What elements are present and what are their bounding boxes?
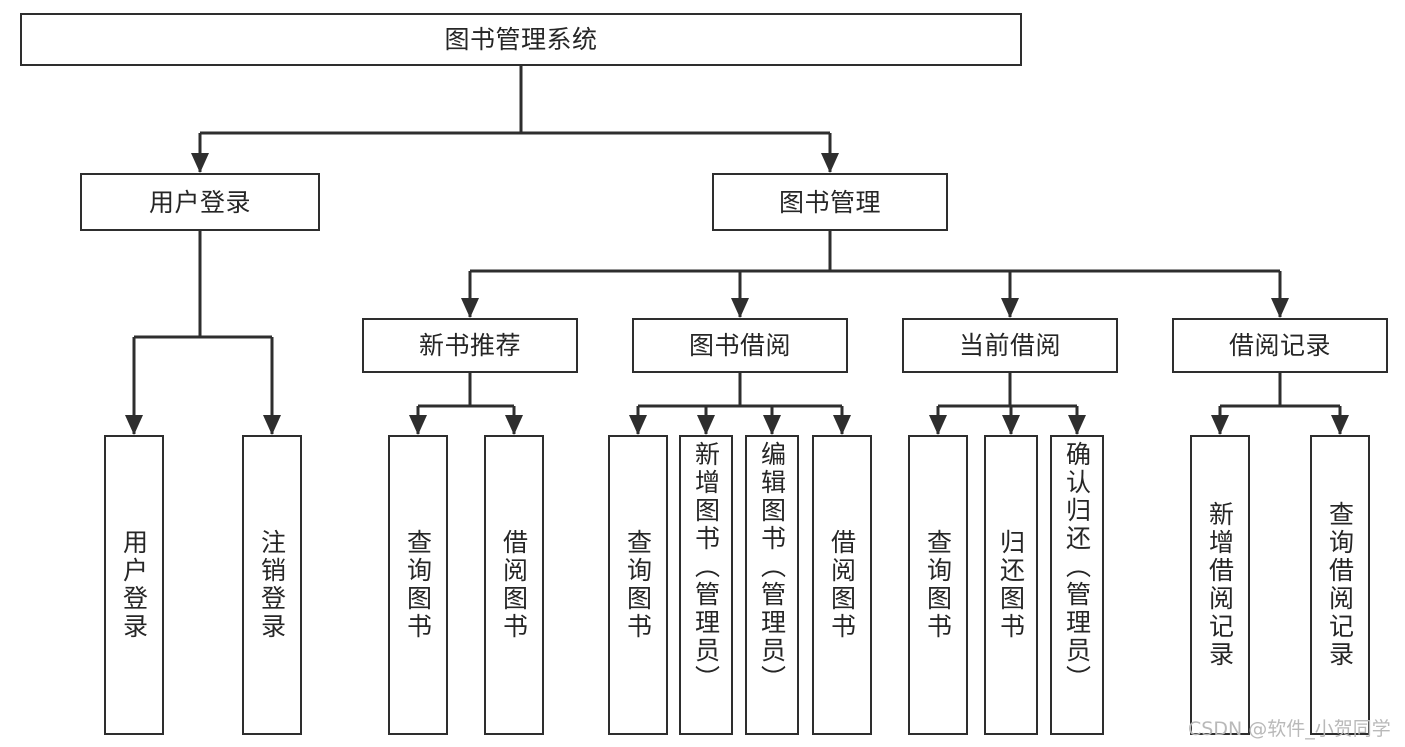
node-l-edit-book: 编辑图书（管理员） [745, 435, 799, 735]
node-book-borrow: 图书借阅 [632, 318, 848, 373]
node-label-l-borrow-book-2: 借阅图书 [827, 529, 857, 641]
node-label-l-query-record: 查询借阅记录 [1325, 501, 1355, 669]
node-l-borrow-book-1: 借阅图书 [484, 435, 544, 735]
node-user-login: 用户登录 [80, 173, 320, 231]
node-label-user-logout-leaf: 注销登录 [257, 529, 287, 641]
node-l-query-book-2: 查询图书 [608, 435, 668, 735]
node-label-l-return-book: 归还图书 [996, 529, 1026, 641]
node-label-l-add-record: 新增借阅记录 [1205, 501, 1235, 669]
node-l-return-book: 归还图书 [984, 435, 1038, 735]
node-label-l-query-book-3: 查询图书 [923, 529, 953, 641]
node-label-l-confirm-return: 确认归还（管理员） [1062, 441, 1092, 693]
node-label-user-login-leaf: 用户登录 [119, 529, 149, 641]
node-user-login-leaf: 用户登录 [104, 435, 164, 735]
node-label-l-add-book: 新增图书（管理员） [691, 441, 721, 693]
node-l-confirm-return: 确认归还（管理员） [1050, 435, 1104, 735]
node-label-root: 图书管理系统 [444, 25, 598, 54]
node-label-current-borrow: 当前借阅 [958, 331, 1061, 360]
node-l-query-book-3: 查询图书 [908, 435, 968, 735]
node-current-borrow: 当前借阅 [902, 318, 1118, 373]
node-l-query-record: 查询借阅记录 [1310, 435, 1370, 735]
node-label-l-edit-book: 编辑图书（管理员） [757, 441, 787, 693]
node-label-l-query-book-2: 查询图书 [623, 529, 653, 641]
node-l-add-record: 新增借阅记录 [1190, 435, 1250, 735]
node-book-manage: 图书管理 [712, 173, 948, 231]
node-l-query-book-1: 查询图书 [388, 435, 448, 735]
node-l-borrow-book-2: 借阅图书 [812, 435, 872, 735]
node-user-logout-leaf: 注销登录 [242, 435, 302, 735]
node-label-l-borrow-book-1: 借阅图书 [499, 529, 529, 641]
node-new-book-rec: 新书推荐 [362, 318, 578, 373]
node-l-add-book: 新增图书（管理员） [679, 435, 733, 735]
node-borrow-record: 借阅记录 [1172, 318, 1388, 373]
watermark-text: CSDN @软件_小贺同学 [1188, 718, 1391, 740]
node-label-user-login: 用户登录 [148, 187, 251, 217]
node-label-book-borrow: 图书借阅 [688, 331, 791, 360]
node-root: 图书管理系统 [20, 13, 1022, 66]
node-label-new-book-rec: 新书推荐 [418, 331, 521, 360]
node-label-book-manage: 图书管理 [778, 187, 881, 217]
node-label-l-query-book-1: 查询图书 [403, 529, 433, 641]
node-label-borrow-record: 借阅记录 [1228, 331, 1331, 360]
